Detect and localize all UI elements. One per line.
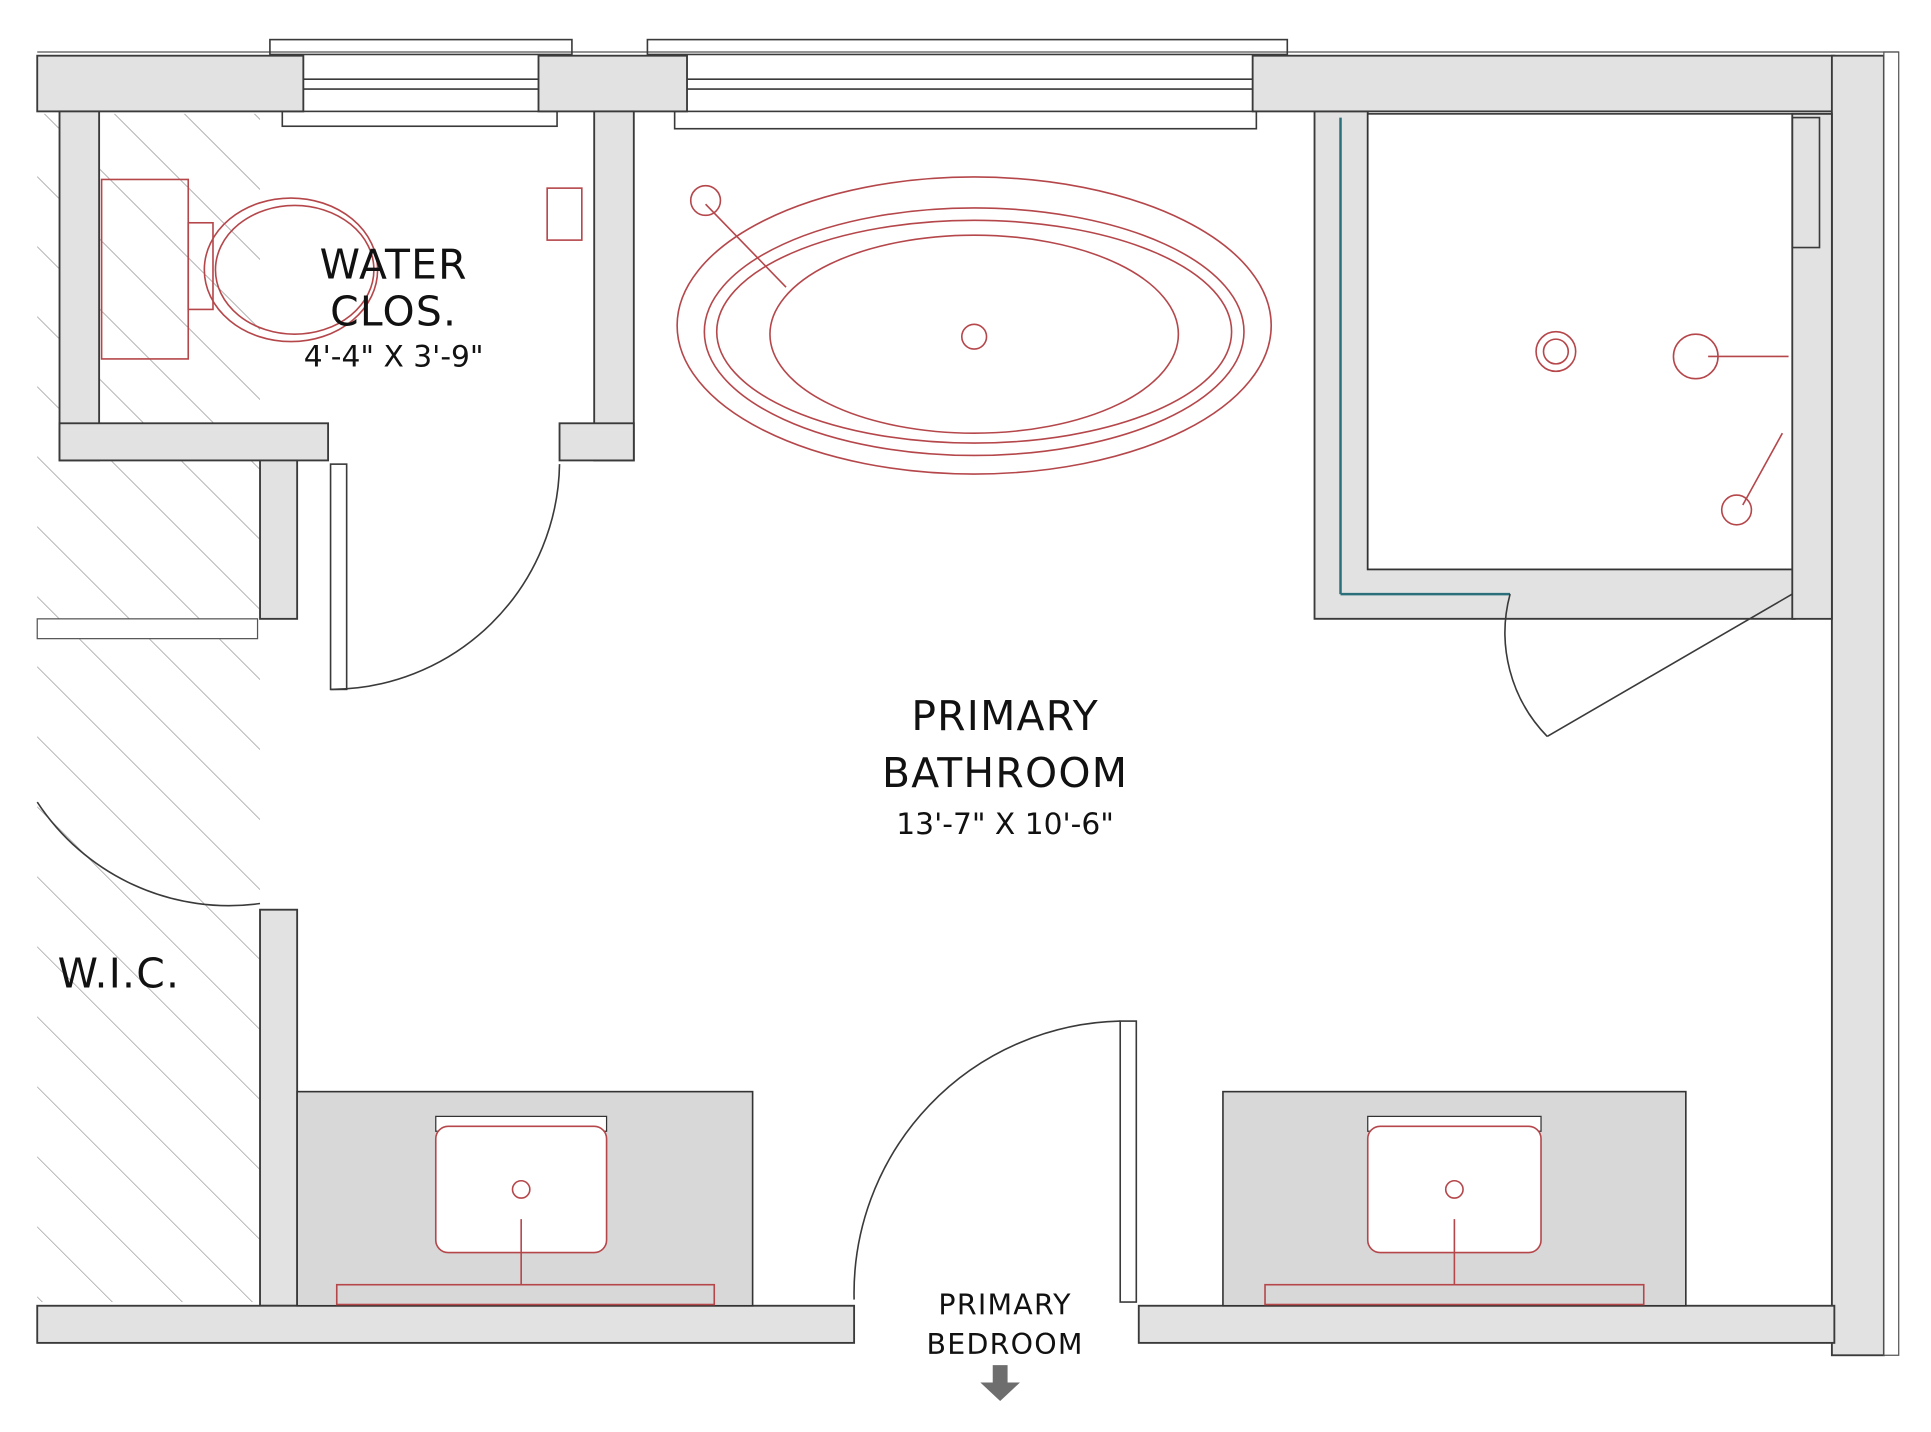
- primary-bedroom-label-1: PRIMARY: [938, 1288, 1071, 1321]
- shower-door[interactable]: [1504, 593, 1793, 738]
- tub-filler-icon: [689, 184, 787, 288]
- vanity-left: [296, 1090, 754, 1307]
- shower: [1313, 110, 1833, 738]
- wic-label: W.I.C.: [58, 950, 181, 998]
- wic-shelf: [36, 618, 259, 640]
- wic-door[interactable]: [36, 801, 261, 907]
- shower-head-icon: [1672, 333, 1789, 380]
- water-closet-label-1: WATER: [320, 240, 468, 288]
- window-left: [269, 38, 573, 128]
- water-closet-dimensions: 4'-4" X 3'-9": [304, 339, 484, 374]
- toilet: [100, 178, 583, 360]
- exterior-walls: [36, 51, 1900, 1357]
- paper-holder-icon: [546, 187, 583, 241]
- primary-bathroom-label-2: BATHROOM: [882, 749, 1128, 797]
- main-entry-door[interactable]: [853, 1020, 1138, 1303]
- interior-walls: [36, 110, 1836, 1344]
- arrow-down-icon: [980, 1365, 1020, 1402]
- water-closet-label-2: CLOS.: [330, 288, 457, 336]
- primary-bathroom-label-1: PRIMARY: [911, 692, 1099, 740]
- shower-drain-icon: [1535, 330, 1577, 373]
- vanity-right: [1222, 1090, 1687, 1307]
- primary-bedroom-label-2: BEDROOM: [927, 1328, 1084, 1361]
- water-closet-door[interactable]: [329, 463, 561, 691]
- primary-bathroom-dimensions: 13'-7" X 10'-6": [896, 807, 1114, 842]
- freestanding-tub: [676, 176, 1273, 475]
- hand-shower-icon: [1720, 432, 1784, 526]
- window-center: [646, 38, 1289, 130]
